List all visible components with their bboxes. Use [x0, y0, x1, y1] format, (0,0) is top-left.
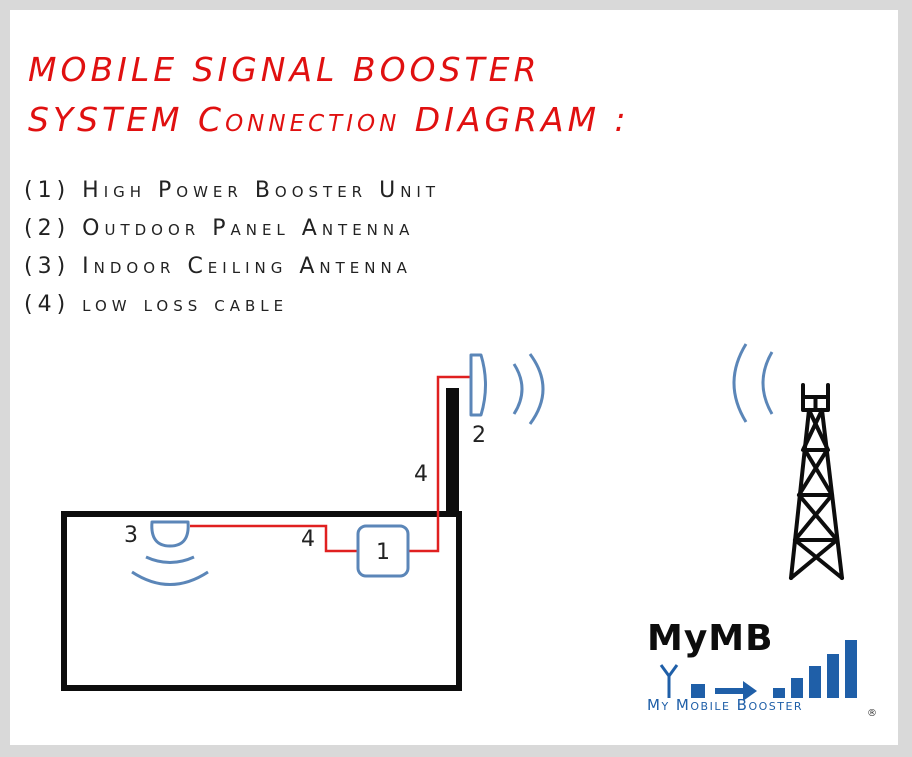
label-cable-indoor: 4	[301, 527, 315, 552]
outdoor-wave-inner-icon	[512, 363, 524, 415]
logo-square-icon	[691, 684, 705, 698]
antenna-mast	[446, 388, 459, 517]
label-outdoor-antenna: 2	[472, 423, 486, 448]
tower-wave-inner-icon	[761, 351, 774, 415]
building-outline	[61, 511, 462, 691]
label-cable-vertical: 4	[414, 462, 428, 487]
logo-tagline: My Mobile Booster	[647, 696, 804, 714]
title-line-1: MOBILE SIGNAL BOOSTER	[28, 50, 541, 89]
label-indoor-antenna: 3	[124, 523, 138, 548]
logo-antenna-icon	[659, 664, 679, 698]
logo-graphic	[659, 640, 857, 700]
legend-list: (1) High Power Booster Unit (2) Outdoor …	[24, 172, 440, 324]
cell-tower-icon	[789, 383, 844, 580]
booster-unit-box	[356, 524, 410, 578]
outdoor-antenna-icon	[469, 353, 487, 417]
legend-item-indoor-antenna: (3) Indoor Ceiling Antenna	[24, 254, 412, 279]
cable-outdoor	[408, 375, 470, 553]
label-booster: 1	[376, 540, 390, 565]
indoor-antenna-icon	[150, 520, 190, 548]
title-line-2: SYSTEM Connection DIAGRAM :	[28, 100, 630, 139]
outdoor-wave-outer-icon	[528, 353, 545, 425]
tower-wave-outer-icon	[732, 343, 748, 423]
legend-item-outdoor-antenna: (2) Outdoor Panel Antenna	[24, 216, 415, 241]
legend-item-cable: (4) low loss cable	[24, 292, 289, 317]
cable-indoor	[190, 524, 358, 553]
mymb-logo: MyMB My Mobile Booster ®	[645, 618, 877, 728]
logo-signal-bars-icon	[773, 640, 857, 698]
logo-registered-mark: ®	[867, 708, 877, 719]
indoor-wave-outer-icon	[131, 570, 209, 586]
indoor-wave-inner-icon	[145, 555, 195, 564]
legend-item-booster: (1) High Power Booster Unit	[24, 178, 441, 203]
logo-wordmark: MyMB	[647, 618, 774, 659]
logo-arrow-icon	[715, 681, 757, 700]
